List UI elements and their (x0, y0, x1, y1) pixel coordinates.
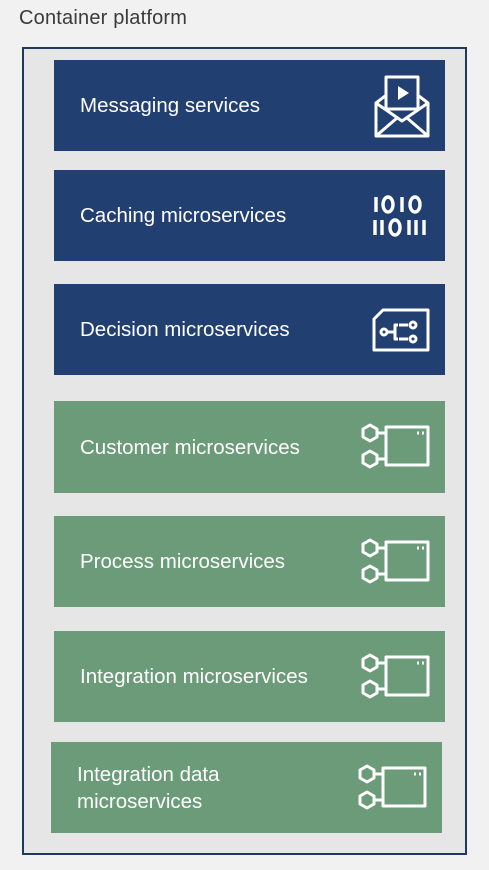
process-microservices-box: Process microservices (54, 516, 445, 607)
integration-data-microservices-label: Integration data microservices (77, 762, 220, 813)
diagram-title: Container platform (19, 7, 188, 29)
customer-microservices-label: Customer microservices (80, 435, 300, 459)
microservice-module-icon (359, 653, 431, 701)
caching-microservices-box: Caching microservices (54, 170, 445, 261)
microservice-module-icon (356, 764, 428, 812)
microservice-module-icon (359, 538, 431, 586)
messaging-services-label: Messaging services (80, 94, 261, 117)
integration-microservices-box: Integration microservices (54, 631, 445, 722)
decision-microservices-label: Decision microservices (80, 318, 290, 341)
integration-microservices-label: Integration microservices (80, 665, 308, 688)
caching-microservices-label: Caching microservices (80, 204, 287, 227)
process-microservices-label: Process microservices (80, 550, 286, 573)
messaging-services-box: Messaging services (54, 60, 445, 151)
binary-digits-icon (371, 194, 431, 238)
envelope-play-icon (373, 73, 431, 139)
integration-data-microservices-box: Integration data microservices (51, 742, 442, 833)
microservice-module-icon (359, 423, 431, 471)
customer-microservices-box: Customer microservices (54, 401, 445, 493)
decision-microservices-box: Decision microservices (54, 284, 445, 375)
decision-card-icon (371, 307, 431, 353)
